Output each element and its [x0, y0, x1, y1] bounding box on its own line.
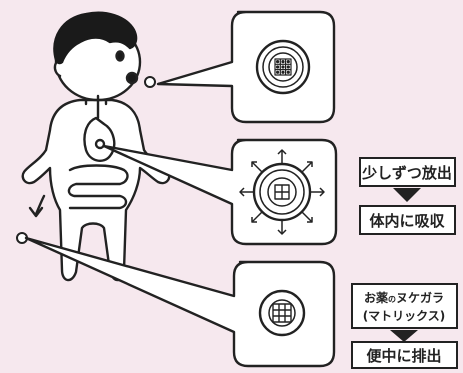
eye	[115, 50, 125, 62]
label-excrete: 便中に排出	[366, 347, 441, 365]
box-excrete	[351, 341, 458, 369]
callout-matrix	[24, 236, 336, 368]
arrow-release-to-absorb	[393, 188, 421, 202]
tablet-at-mouth	[144, 76, 156, 88]
arrow-shell-to-excrete	[390, 330, 418, 342]
label-matrix: (マトリックス)	[363, 309, 446, 323]
mouth	[125, 71, 139, 85]
hair	[53, 11, 138, 65]
flow-excretion: お薬のヌケガラ (マトリックス) 便中に排出	[351, 283, 458, 369]
callout-releasing	[102, 138, 338, 246]
tablet-in-stomach	[94, 138, 106, 150]
intestines	[67, 164, 129, 210]
box-shell	[351, 283, 458, 329]
intact-tablet-icon	[255, 39, 311, 95]
callout-intact-bubble	[156, 10, 336, 124]
callout-matrix-bubble	[24, 236, 336, 368]
exit-arrow-head	[28, 206, 44, 218]
releasing-tablet-icon	[239, 149, 325, 235]
matrix-shell-icon	[258, 289, 306, 337]
label-shell: お薬のヌケガラ	[364, 290, 444, 305]
label-release: 少しずつ放出	[361, 164, 452, 182]
flow-absorption: 少しずつ放出 体内に吸収	[359, 157, 456, 235]
callout-intact	[156, 10, 336, 124]
label-absorb: 体内に吸収	[369, 212, 445, 230]
box-release	[359, 157, 456, 187]
exit-arrow	[34, 194, 46, 216]
child-figure	[21, 11, 171, 282]
box-absorb	[359, 205, 456, 235]
